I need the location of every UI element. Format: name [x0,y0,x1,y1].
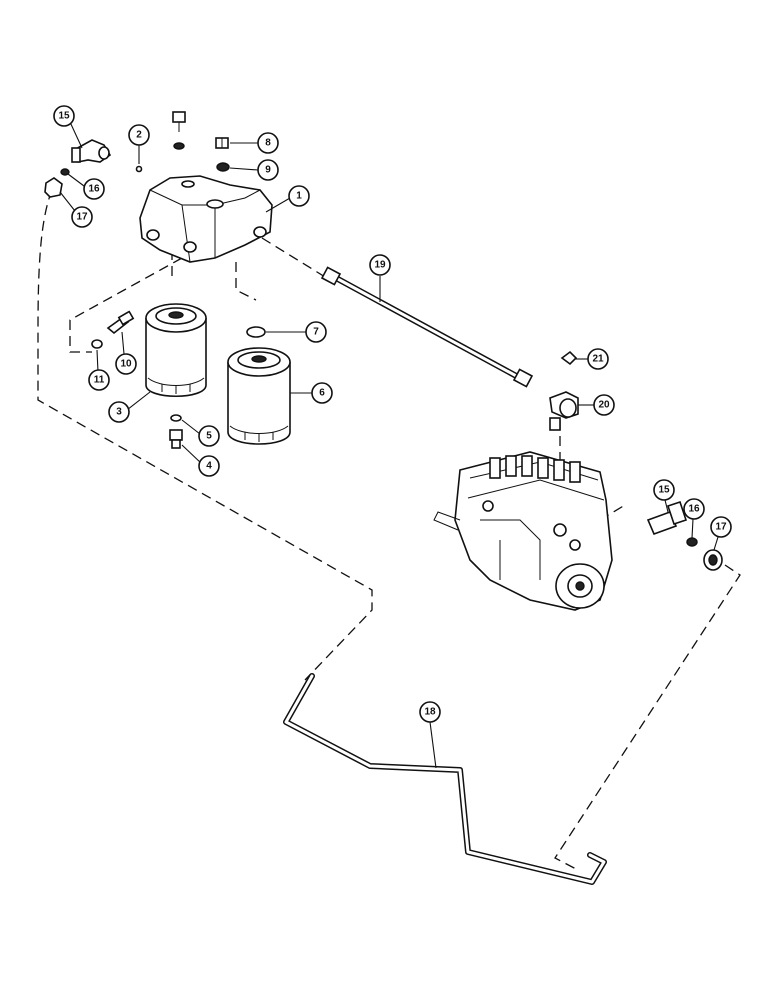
callout-2: 2 [128,124,150,146]
callout-label: 2 [136,130,142,141]
callout-1: 1 [288,185,310,207]
callout-label: 3 [116,407,122,418]
return-line-part-18 [283,673,607,885]
callout-20: 20 [593,394,615,416]
callout-8: 8 [257,132,279,154]
callout-16-left: 16 [83,178,105,200]
callout-11: 11 [88,369,110,391]
fuel-pipe-part-19 [320,266,534,388]
ring-part-16-right [686,537,698,547]
cap-part-21 [560,350,578,366]
callout-label: 16 [688,504,700,515]
callout-label: 9 [265,165,271,176]
bolt-part-10 [106,310,135,335]
callout-label: 5 [206,431,212,442]
callout-3: 3 [108,401,130,423]
callout-17-right: 17 [710,516,732,538]
callout-label: 15 [658,485,670,496]
filter-cartridge-6 [227,347,291,445]
callout-label: 10 [120,359,132,370]
callout-17-left: 17 [71,206,93,228]
nut-part-17-right [703,549,723,571]
ball-part-2 [135,165,143,173]
callout-label: 18 [424,707,436,718]
injection-pump [433,451,613,611]
leader-lines [59,121,719,769]
callout-6: 6 [311,382,333,404]
callout-15-right: 15 [653,479,675,501]
callout-5: 5 [198,425,220,447]
banjo-fitting-part-20 [549,391,579,431]
callout-10: 10 [115,353,137,375]
callout-label: 1 [296,191,302,202]
callout-label: 8 [265,138,271,149]
callout-label: 4 [206,461,212,472]
callout-4: 4 [198,455,220,477]
washer-part-11 [91,339,103,349]
callout-label: 6 [319,388,325,399]
callout-label: 20 [598,400,610,411]
plug-part-8 [215,137,229,149]
fitting-part-15-right [646,500,688,536]
callout-label: 21 [592,354,604,365]
callout-label: 15 [58,111,70,122]
callout-label: 16 [88,184,100,195]
callout-18: 18 [419,701,441,723]
callout-21: 21 [587,348,609,370]
washer-part-9 [216,162,230,172]
callout-16-right: 16 [683,498,705,520]
callout-label: 7 [313,327,319,338]
seal-ring-part-7 [246,326,266,338]
filter-head [139,175,273,263]
callout-15-left: 15 [53,105,75,127]
elbow-fitting-15-left [71,139,112,163]
callout-label: 17 [715,522,727,533]
drain-plug-part-4 [169,429,183,449]
callout-label: 11 [94,375,105,386]
callout-label: 19 [374,260,386,271]
callout-9: 9 [257,159,279,181]
callout-label: 17 [76,212,88,223]
top-bolt [172,111,186,150]
oring-part-5 [170,414,182,422]
nut-part-17-left [44,177,63,198]
ring-part-16-left [60,168,70,176]
callout-19: 19 [369,254,391,276]
filter-cartridge-3 [145,303,207,398]
callout-7: 7 [305,321,327,343]
